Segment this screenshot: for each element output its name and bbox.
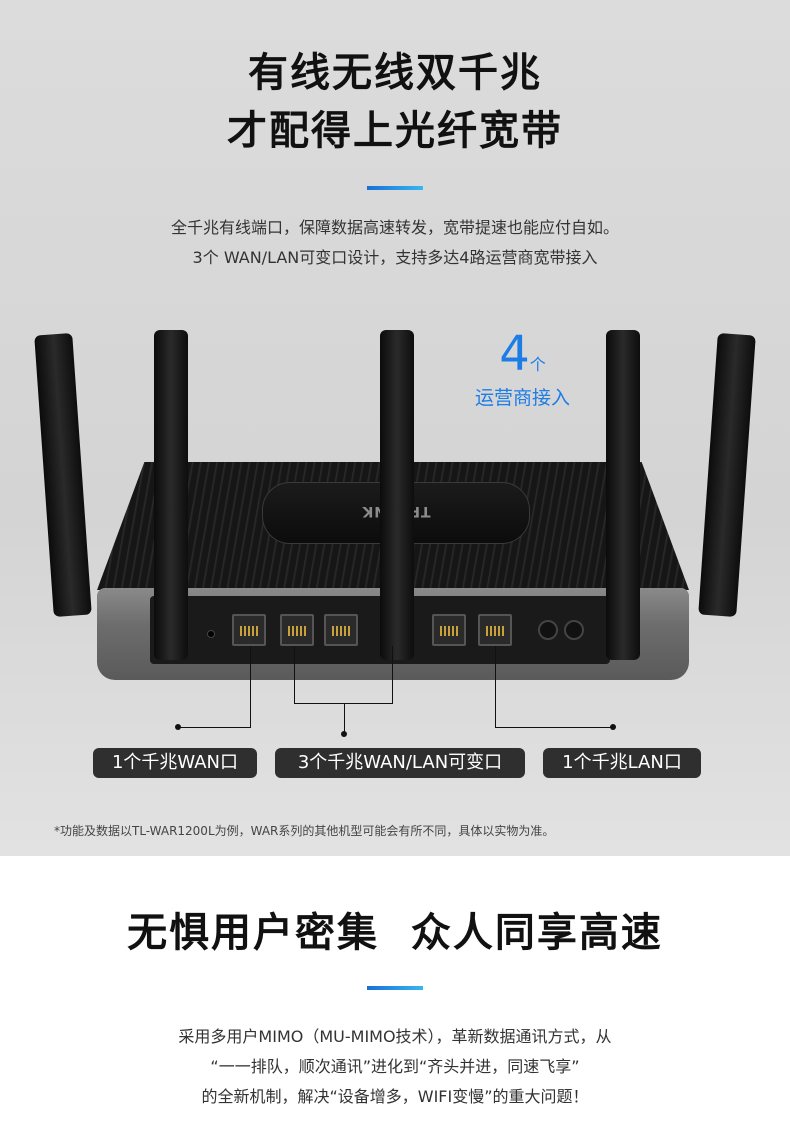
- wan-drop-line: [250, 646, 251, 728]
- footnote: *功能及数据以TL-WAR1200L为例，WAR系列的其他机型可能会有所不同，具…: [54, 824, 555, 838]
- power-jack-2: [564, 620, 584, 640]
- wan-lan-port-1: [280, 614, 314, 646]
- label-lan-port: 1个千兆LAN口: [543, 748, 701, 778]
- antenna-right-inner: [606, 330, 640, 660]
- description-line-1: 全千兆有线端口，保障数据高速转发，宽带提速也能应付自如。: [170, 218, 619, 237]
- accent-bar: [367, 186, 423, 190]
- lan-port: [478, 614, 512, 646]
- label-wan-port: 1个千兆WAN口: [93, 748, 257, 778]
- feature-section-gigabit: 有线无线双千兆 才配得上光纤宽带 全千兆有线端口，保障数据高速转发，宽带提速也能…: [0, 0, 790, 856]
- isp-count-number: 4: [499, 326, 530, 382]
- wan-horizontal-line: [178, 727, 251, 728]
- mumimo-desc-line-1: 采用多用户MIMO（MU-MIMO技术），革新数据通讯方式，从: [178, 1027, 612, 1046]
- lan-horizontal-line: [495, 727, 613, 728]
- wan-dot: [175, 724, 181, 730]
- isp-callout: 4个 运营商接入: [470, 328, 575, 412]
- mumimo-desc-line-3: 的全新机制，解决“设备增多，WIFI变慢”的重大问题！: [201, 1087, 589, 1106]
- headline-line-2: 才配得上光纤宽带: [227, 108, 563, 154]
- headline-line-1: 有线无线双千兆: [248, 50, 542, 96]
- lan-dot: [610, 724, 616, 730]
- description-line-2: 3个 WAN/LAN可变口设计，支持多达4路运营商宽带接入: [192, 248, 598, 267]
- lan-drop-line: [495, 646, 496, 728]
- isp-label: 运营商接入: [474, 387, 570, 409]
- isp-count-unit: 个: [529, 355, 546, 374]
- var-drop-line-2: [392, 646, 393, 704]
- antenna-left-outer: [34, 333, 92, 617]
- antenna-left-inner: [154, 330, 188, 660]
- var-center-line: [344, 703, 345, 733]
- reset-hole: [207, 630, 215, 638]
- wan-lan-port-2: [324, 614, 358, 646]
- accent-bar-2: [367, 986, 423, 990]
- power-jack-1: [538, 620, 558, 640]
- headline-mumimo: 无惧用户密集 众人同享高速: [127, 910, 663, 956]
- wan-lan-port-3: [432, 614, 466, 646]
- var-drop-line-1: [294, 646, 295, 704]
- mumimo-desc-line-2: “一一排队，顺次通讯”进化到“齐头并进，同速飞享”: [210, 1057, 580, 1076]
- antenna-center: [380, 330, 414, 660]
- antenna-right-outer: [698, 333, 756, 617]
- wan-port: [232, 614, 266, 646]
- var-horizontal-line: [294, 703, 393, 704]
- var-dot: [341, 731, 347, 737]
- label-wan-lan-ports: 3个千兆WAN/LAN可变口: [275, 748, 525, 778]
